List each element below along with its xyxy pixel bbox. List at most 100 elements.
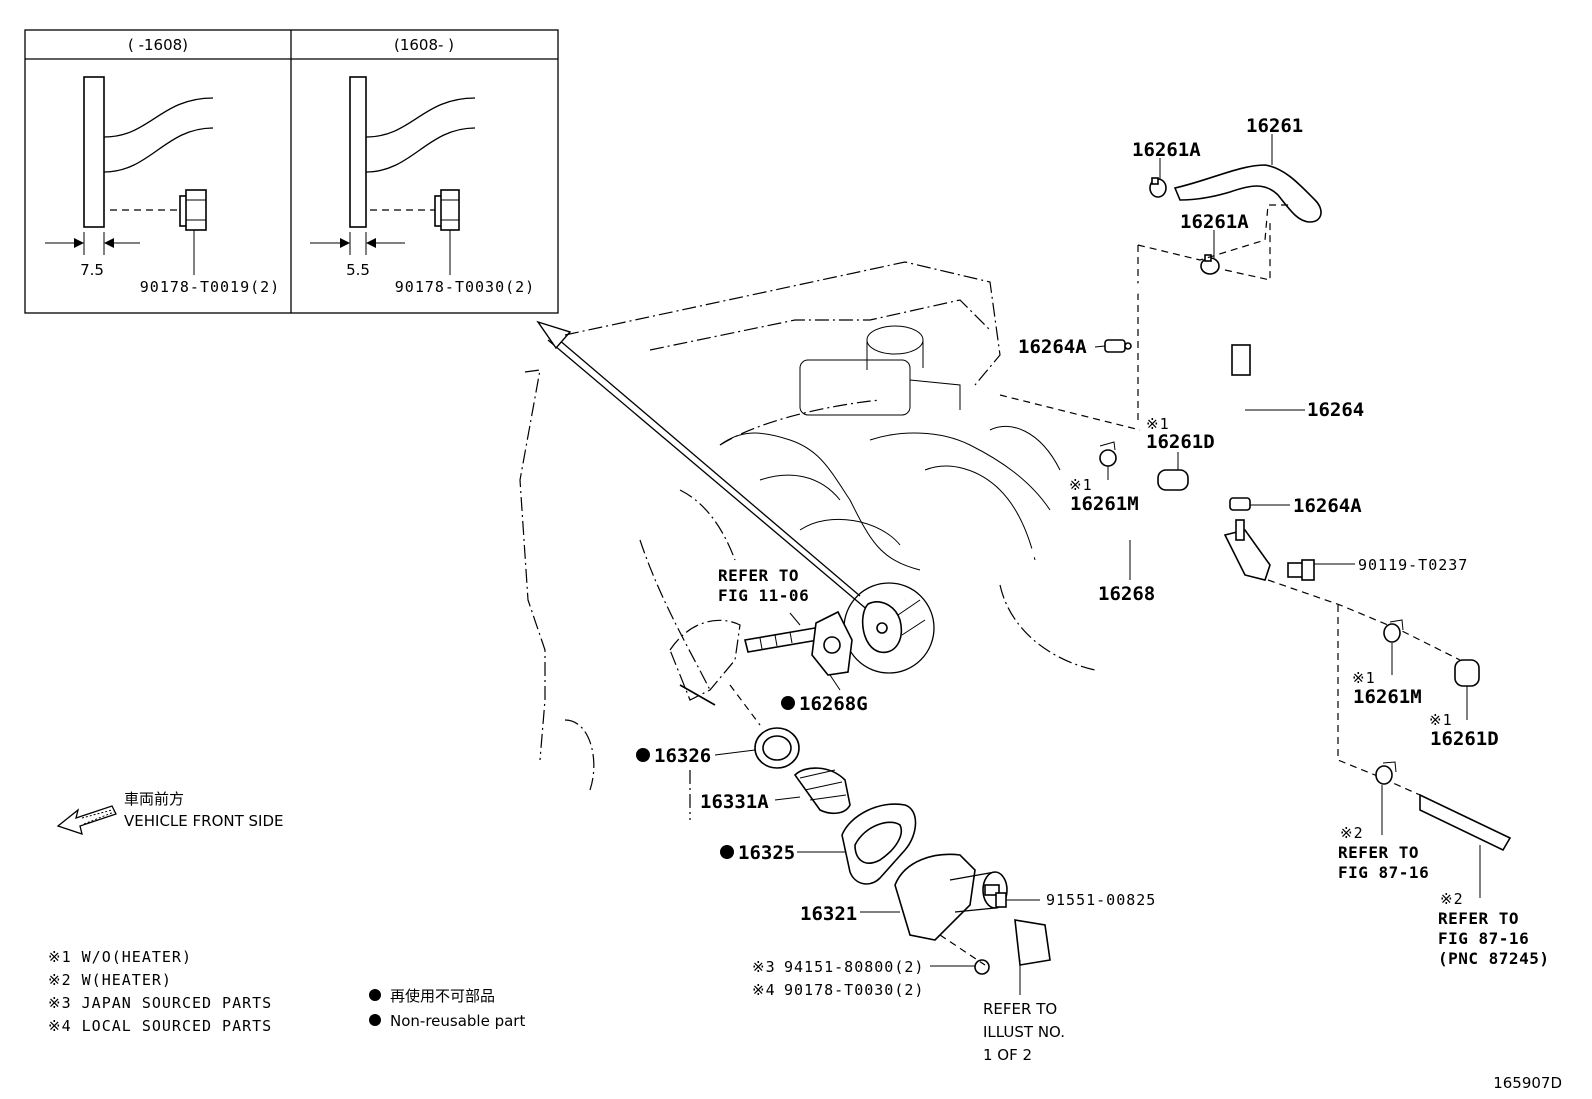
label-16264A-top: 16264A — [1018, 336, 1087, 358]
gasket-16325-icon — [841, 803, 917, 885]
water-inlet-16321-icon — [894, 853, 1008, 941]
label-16268: 16268 — [1098, 583, 1155, 605]
ref-87-16-b-mark: ※2 — [1440, 890, 1464, 908]
ref-87-16-b-line1: REFER TO — [1438, 909, 1519, 928]
ref-87-16-b-line3: (PNC 87245) — [1438, 949, 1549, 968]
inset-left-header: ( -1608) — [128, 36, 188, 54]
legend: 再使用不可部品 Non-reusable part — [369, 987, 525, 1030]
note-2: ※2 W(HEATER) — [48, 971, 172, 989]
ref-87-16-a-line2: FIG 87-16 — [1338, 863, 1429, 882]
diagram-id: 165907D — [1493, 1074, 1562, 1092]
clamp-16261M-right-icon — [1383, 619, 1404, 643]
radiator-hose-icon — [1014, 919, 1051, 966]
stud-bolt-icon — [744, 627, 819, 653]
label-16261A-mid: 16261A — [1180, 211, 1249, 233]
pipe-end-zoom-circle — [843, 582, 935, 674]
heater-hose-icon — [1419, 793, 1512, 852]
label-90178-mark: ※4 — [752, 981, 776, 999]
vehicle-front-jp: 車両前方 — [124, 790, 184, 808]
label-90119-T0237: 90119-T0237 — [1358, 556, 1468, 574]
label-90178-T0030: 90178-T0030(2) — [784, 981, 924, 999]
inset-left-part: 90178-T0019(2) — [140, 278, 280, 296]
legend-dot-en — [369, 1014, 381, 1026]
ring-16326-icon — [754, 727, 800, 769]
label-16326: 16326 — [654, 745, 711, 767]
label-16331A: 16331A — [700, 791, 769, 813]
label-94151-mark: ※3 — [752, 958, 776, 976]
inset-right-header: (1608- ) — [394, 36, 454, 54]
label-16261M-top: 16261M — [1070, 493, 1139, 515]
legend-jp: 再使用不可部品 — [390, 987, 495, 1005]
label-16261M-right-mark: ※1 — [1352, 669, 1376, 687]
ref-87-16-b-line2: FIG 87-16 — [1438, 929, 1529, 948]
reference-fig-87-16-b: ※2 REFER TO FIG 87-16 (PNC 87245) — [1438, 890, 1549, 968]
water-bypass-pipe-16268 — [902, 513, 1271, 604]
intake-manifold — [719, 325, 1061, 571]
ref-fig-11-06-line2: FIG 11-06 — [718, 586, 809, 605]
label-16325: 16325 — [738, 842, 795, 864]
reference-fig-11-06: REFER TO FIG 11-06 — [718, 566, 809, 605]
ref-87-16-a-mark: ※2 — [1340, 824, 1364, 842]
clamp-16261A-top-icon — [1149, 177, 1167, 198]
label-16261M-top-mark: ※1 — [1069, 476, 1093, 494]
label-16261D-top-mark: ※1 — [1146, 415, 1170, 433]
gasket-16268G-icon — [811, 610, 853, 676]
vehicle-front-indicator: 車両前方 VEHICLE FRONT SIDE — [56, 790, 284, 835]
water-inlet-housing-outline — [669, 619, 741, 706]
clamp-lower-right-icon — [1375, 761, 1397, 785]
inset-left-dimension: 7.5 — [80, 261, 104, 279]
cap-16261D-top-icon — [1157, 469, 1189, 491]
label-16261D-top: 16261D — [1146, 431, 1215, 453]
legend-dot-jp — [369, 989, 381, 1001]
legend-en: Non-reusable part — [390, 1012, 525, 1030]
label-16321: 16321 — [800, 903, 857, 925]
engine-block-outline — [519, 261, 1096, 820]
vehicle-front-arrow-icon — [56, 805, 117, 835]
label-16264: 16264 — [1307, 399, 1364, 421]
inset-box: ( -1608) (1608- ) 7.5 90178-T0019(2) — [24, 29, 559, 314]
footnotes: ※1 W/O(HEATER) ※2 W(HEATER) ※3 JAPAN SOU… — [48, 948, 272, 1035]
hose-16264 — [1107, 279, 1251, 496]
note-3: ※3 JAPAN SOURCED PARTS — [48, 994, 272, 1012]
label-16268G: 16268G — [799, 693, 868, 715]
bolt-90178-T0019-icon — [179, 189, 207, 231]
bolt-90119-T0237-icon — [1287, 559, 1315, 581]
inset-right-part: 90178-T0030(2) — [395, 278, 535, 296]
vehicle-front-en: VEHICLE FRONT SIDE — [124, 812, 284, 830]
inset-right-dimension: 5.5 — [346, 261, 370, 279]
reference-fig-87-16-a: ※2 REFER TO FIG 87-16 — [1338, 824, 1429, 882]
clamp-16261A-mid-icon — [1200, 254, 1220, 275]
hose-16261 — [1173, 164, 1322, 223]
thermostat-16331A-icon — [793, 767, 851, 815]
reference-illust: REFER TO ILLUST NO. 1 OF 2 — [983, 1000, 1065, 1064]
note-1: ※1 W/O(HEATER) — [48, 948, 192, 966]
label-16261D-right: 16261D — [1430, 728, 1499, 750]
cap-16261D-right-icon — [1454, 659, 1480, 687]
ref-illust-line2: ILLUST NO. — [983, 1023, 1065, 1041]
label-16261D-right-mark: ※1 — [1429, 711, 1453, 729]
inset-pointer-arrow — [536, 320, 871, 613]
bolt-90178-T0030-icon — [434, 189, 460, 231]
ref-illust-line3: 1 OF 2 — [983, 1046, 1032, 1064]
non-reusable-marker-16268G — [781, 696, 795, 710]
clamp-16261M-top-icon — [1099, 441, 1117, 467]
label-94151-80800: 94151-80800(2) — [784, 958, 924, 976]
callout-labels: 16261 16261A 16261A 16264A 16264 ※1 1626… — [636, 115, 1499, 999]
label-16261A-top: 16261A — [1132, 139, 1201, 161]
bolt-94151-icon — [974, 959, 990, 975]
ref-fig-11-06-line1: REFER TO — [718, 566, 799, 585]
clamp-16264A-bottom-icon — [1229, 497, 1251, 511]
label-16261M-right: 16261M — [1353, 686, 1422, 708]
label-16261: 16261 — [1246, 115, 1303, 137]
non-reusable-marker-16326 — [636, 748, 650, 762]
leader-lines — [714, 134, 1481, 995]
ref-illust-line1: REFER TO — [983, 1000, 1057, 1018]
note-4: ※4 LOCAL SOURCED PARTS — [48, 1017, 272, 1035]
label-16264A-bottom: 16264A — [1293, 495, 1362, 517]
label-91551-00825: 91551-00825 — [1046, 891, 1156, 909]
non-reusable-marker-16325 — [720, 845, 734, 859]
clamp-16264A-top-icon — [1104, 339, 1132, 353]
ref-87-16-a-line1: REFER TO — [1338, 843, 1419, 862]
